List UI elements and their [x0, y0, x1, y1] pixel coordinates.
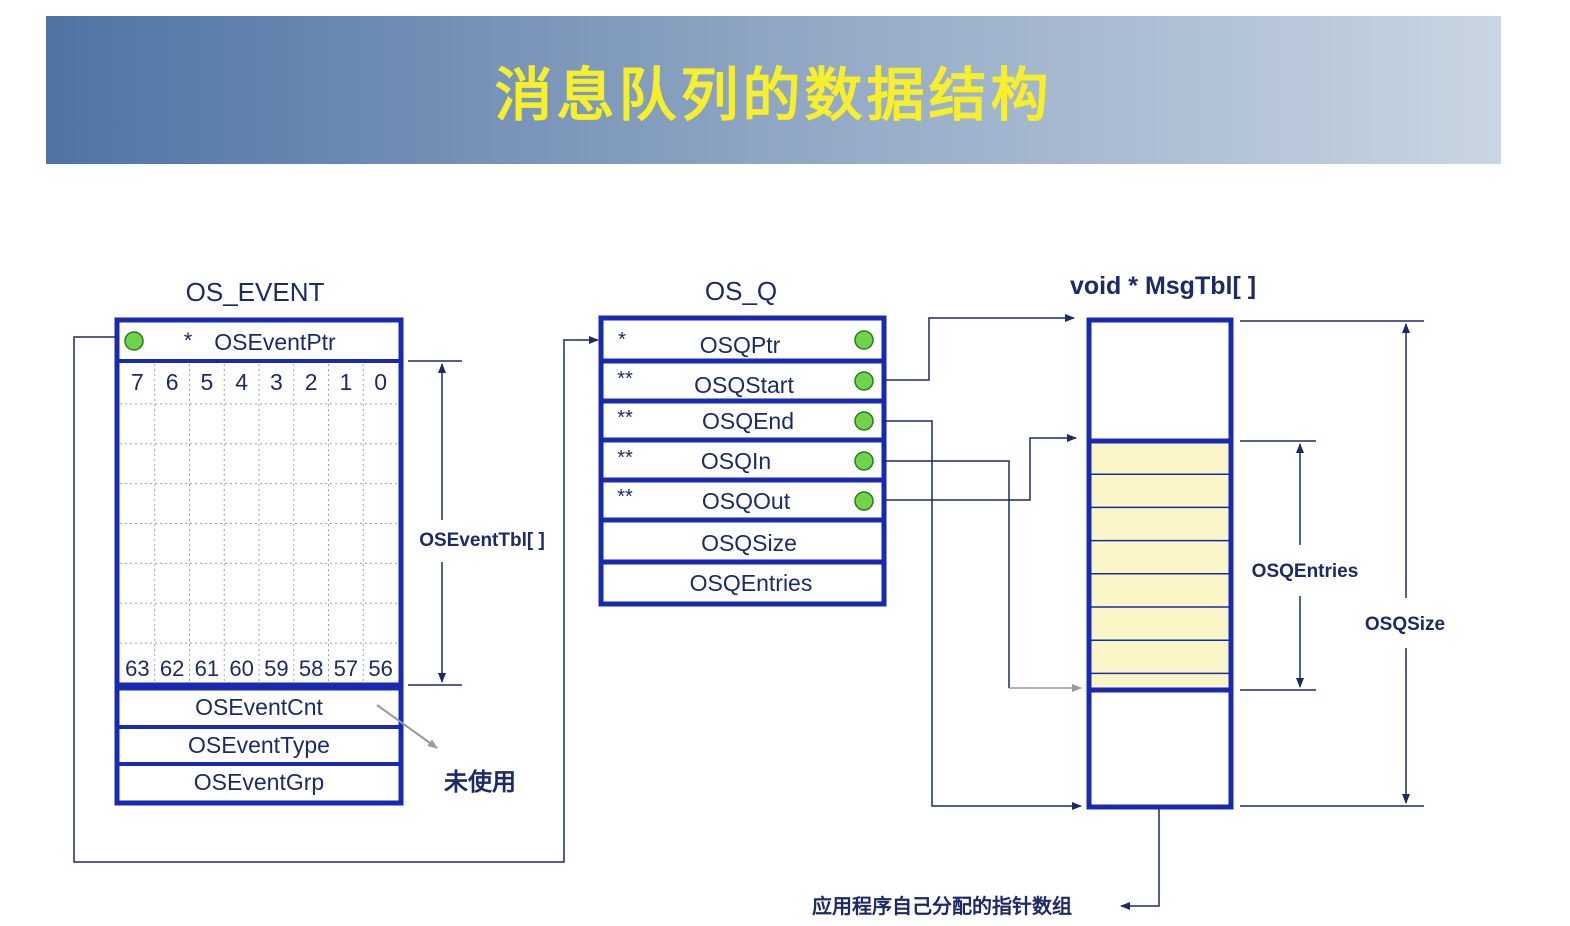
bit-label: 58: [299, 656, 323, 681]
msg-tbl-slots: [1091, 473, 1229, 675]
bit-label: 1: [339, 369, 352, 395]
osq-start-stars: **: [617, 368, 633, 390]
msg-tbl-outer-box: [1086, 317, 1234, 810]
osq-in-stars: **: [617, 447, 633, 469]
os-event-struct: OS_EVENT * OSEventPtr 7 6 5 4 3 2 1 0 63…: [114, 277, 545, 806]
bit-label: 62: [160, 656, 184, 681]
os-event-type-field: OSEventType: [188, 732, 330, 758]
caption-connector: [1120, 807, 1160, 910]
osq-start-dot: [854, 371, 874, 391]
osq-ptr-field: OSQPtr: [700, 332, 781, 358]
bit-label: 6: [166, 369, 179, 395]
osq-ptr-dot: [854, 330, 874, 350]
bit-label: 4: [235, 369, 248, 395]
osq-ptr-stars: *: [618, 329, 626, 351]
msg-tbl-header: void * MsgTbl[ ]: [1070, 272, 1256, 300]
unused-arrow: [376, 704, 438, 749]
bit-label: 59: [264, 656, 288, 681]
msg-tbl-filled-region: [1089, 441, 1231, 689]
os-event-cnt-field: OSEventCnt: [195, 694, 323, 720]
bit-label: 63: [125, 656, 149, 681]
osq-in-dot: [854, 451, 874, 471]
bit-label: 5: [200, 369, 213, 395]
osq-end-dot: [854, 411, 874, 431]
os-q-header: OS_Q: [705, 276, 777, 306]
os-event-ptr-star: *: [184, 328, 193, 353]
os-event-tbl-grid: [120, 364, 398, 683]
bit-label: 60: [229, 656, 253, 681]
os-event-ptr-dot: [124, 331, 144, 351]
os-event-ptr-label: OSEventPtr: [214, 329, 336, 355]
osq-out-stars: **: [617, 486, 633, 508]
title-banner: 消息队列的数据结构: [46, 16, 1501, 164]
os-event-header: OS_EVENT: [186, 277, 325, 307]
msg-tbl-array: void * MsgTbl[ ] OSQEntries OSQSize 应用程序…: [812, 272, 1445, 918]
msg-tbl-caption: 应用程序自己分配的指针数组: [812, 894, 1072, 918]
os-event-tbl-label: OSEventTbl[ ]: [419, 530, 545, 551]
osq-in-field: OSQIn: [701, 448, 771, 474]
osq-start-field: OSQStart: [694, 372, 794, 398]
osq-size-field: OSQSize: [701, 530, 797, 556]
osq-entries-label: OSQEntries: [1252, 561, 1359, 582]
bit-label: 61: [195, 656, 219, 681]
os-q-outer-box: [598, 315, 887, 607]
osq-out-field: OSQOut: [702, 488, 791, 514]
osqin-connector: [884, 460, 1010, 688]
osqout-connector: [884, 434, 1077, 501]
osq-end-field: OSQEnd: [702, 408, 794, 434]
osq-out-dot: [854, 491, 874, 511]
bit-label: 0: [374, 369, 387, 395]
osqstart-connector: [884, 314, 1075, 381]
bit-label: 3: [270, 369, 283, 395]
osq-size-label: OSQSize: [1365, 614, 1445, 635]
os-event-fields-box: [114, 685, 404, 806]
osq-end-stars: **: [617, 407, 633, 429]
osq-entries-field: OSQEntries: [690, 570, 813, 596]
os-event-grp-field: OSEventGrp: [194, 769, 324, 795]
os-q-struct: OS_Q * OSQPtr ** OSQStart ** OSQEnd ** O…: [598, 276, 887, 607]
bit-label: 7: [131, 369, 144, 395]
event-ptr-to-osq-connector: [73, 336, 599, 863]
unused-label: 未使用: [444, 768, 516, 796]
bit-label: 57: [334, 656, 358, 681]
bit-label: 56: [368, 656, 392, 681]
osqend-connector: [884, 420, 1082, 810]
page-title: 消息队列的数据结构: [494, 61, 1053, 129]
bit-label: 2: [305, 369, 318, 395]
